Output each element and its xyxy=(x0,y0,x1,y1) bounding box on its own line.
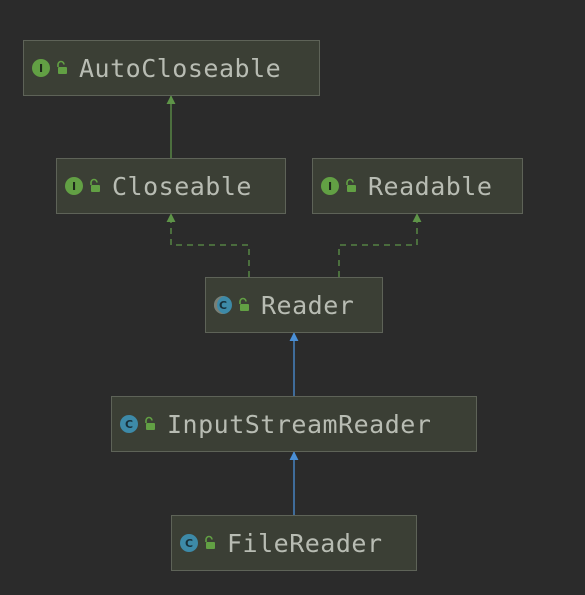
unlock-icon xyxy=(145,416,155,430)
abstract-class-icon: C xyxy=(214,296,232,314)
edge-reader-to-readable xyxy=(338,213,422,277)
interface-icon: I xyxy=(65,177,83,195)
node-filereader[interactable]: C FileReader xyxy=(171,515,417,571)
unlock-icon xyxy=(90,178,100,192)
node-inputstreamreader[interactable]: C InputStreamReader xyxy=(111,396,477,452)
node-closeable[interactable]: I Closeable xyxy=(56,158,286,214)
node-autocloseable[interactable]: I AutoCloseable xyxy=(23,40,320,96)
node-label: AutoCloseable xyxy=(79,53,282,83)
unlock-icon xyxy=(346,178,356,192)
node-reader[interactable]: C Reader xyxy=(205,277,383,333)
node-label: Readable xyxy=(368,171,493,201)
unlock-icon xyxy=(239,297,249,311)
unlock-icon xyxy=(57,60,67,74)
node-label: FileReader xyxy=(227,528,383,558)
node-label: Reader xyxy=(261,290,355,320)
node-readable[interactable]: I Readable xyxy=(312,158,523,214)
node-label: Closeable xyxy=(112,171,252,201)
node-label: InputStreamReader xyxy=(167,409,432,439)
interface-icon: I xyxy=(321,177,339,195)
class-icon: C xyxy=(120,415,138,433)
interface-icon: I xyxy=(32,59,50,77)
edge-reader-to-closeable xyxy=(166,213,250,277)
unlock-icon xyxy=(205,535,215,549)
class-icon: C xyxy=(180,534,198,552)
